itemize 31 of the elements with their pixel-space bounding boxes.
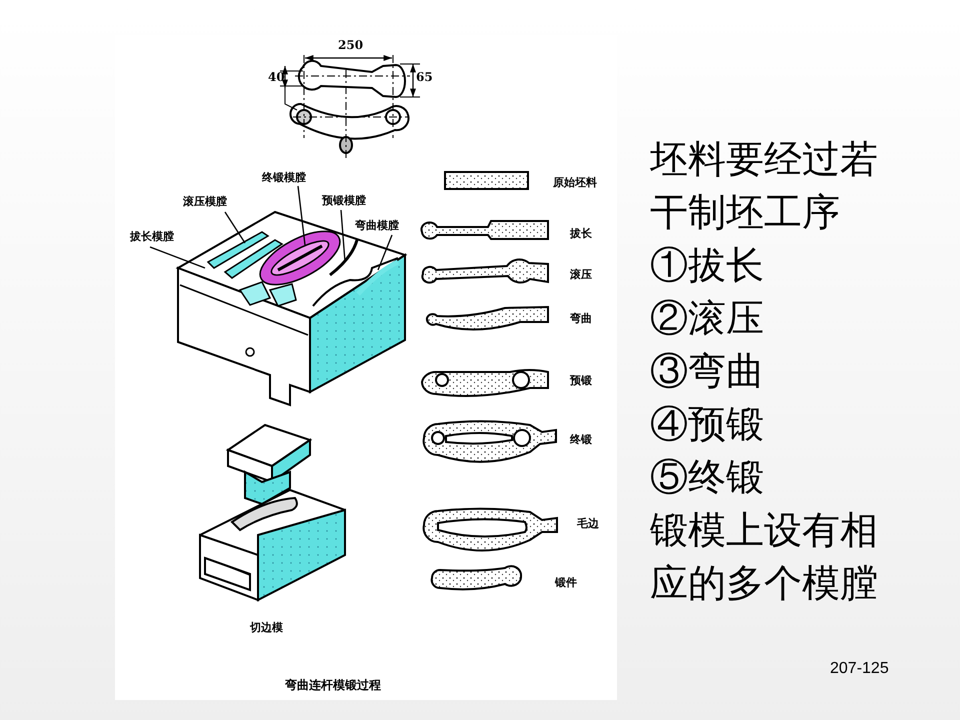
part-label: 滚压模膛 [183, 194, 227, 209]
list-item: ⑤终锻 [650, 454, 765, 501]
heading-text: 坯料要经过若干制坯工序 [650, 136, 879, 236]
dimension-value: 40 [268, 70, 285, 84]
part-label: 终锻模膛 [262, 170, 306, 185]
leader-line [340, 210, 346, 262]
stage-label: 毛边 [577, 516, 599, 531]
stage-label: 滚压 [570, 267, 592, 282]
list-item: ④预锻 [650, 401, 765, 448]
figure-label: 切边模 [250, 620, 283, 635]
stage-label: 弯曲 [570, 311, 592, 326]
stage-label: 原始坯料 [553, 175, 597, 190]
list-item: ③弯曲 [650, 348, 765, 395]
body-text: 锻模上设有相应的多个模膛 [650, 507, 879, 607]
list-item: ②滚压 [650, 295, 765, 342]
leader-line [297, 186, 306, 246]
figure-caption: 弯曲连杆模锻过程 [285, 677, 381, 694]
list-item: ①拔长 [650, 242, 765, 289]
leader-line [224, 212, 246, 244]
dimension-value: 250 [338, 38, 364, 52]
stage-label: 锻件 [555, 575, 577, 590]
part-label: 拔长模膛 [130, 229, 174, 244]
stage-label: 拔长 [570, 226, 592, 241]
part-label: 弯曲模膛 [355, 218, 399, 233]
stage-label: 预锻 [570, 373, 592, 388]
leader-line [150, 246, 206, 269]
stage-label: 终锻 [570, 432, 592, 447]
dimension-value: 65 [416, 70, 433, 84]
leader-line [377, 234, 393, 270]
part-label: 预锻模膛 [322, 193, 366, 208]
page-number: 207-125 [830, 660, 889, 678]
